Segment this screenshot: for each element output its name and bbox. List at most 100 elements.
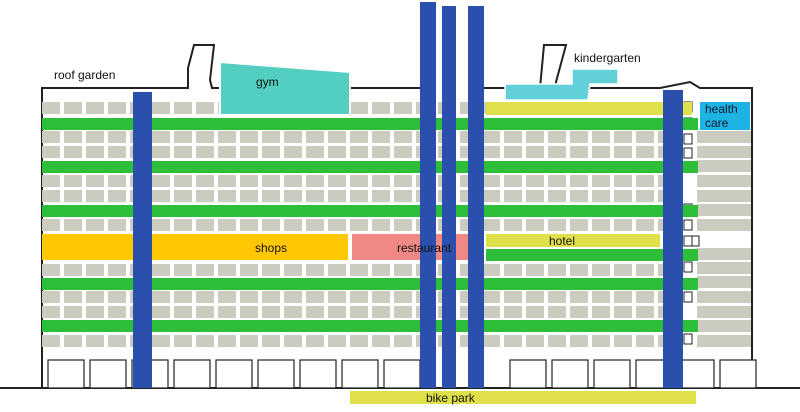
window-pane	[108, 264, 126, 276]
ground-bay	[383, 359, 421, 389]
window-pane	[262, 131, 280, 143]
window-pane	[526, 131, 544, 143]
window-pane	[350, 146, 368, 158]
window-pane	[526, 335, 544, 347]
window-pane	[570, 146, 588, 158]
window-pane	[64, 219, 82, 231]
window-pane	[636, 190, 654, 202]
edge-unit	[683, 261, 693, 273]
window-pane	[328, 175, 346, 187]
window-pane	[504, 335, 522, 347]
window-pane	[108, 175, 126, 187]
window-pane	[372, 306, 390, 318]
window-pane	[592, 190, 610, 202]
window-pane	[328, 306, 346, 318]
window-pane	[218, 175, 236, 187]
window-pane	[526, 291, 544, 303]
window-pane	[196, 175, 214, 187]
cladding-panel	[697, 320, 751, 332]
window-pane	[394, 335, 412, 347]
window-pane	[636, 146, 654, 158]
window-pane	[548, 264, 566, 276]
window-pane	[372, 131, 390, 143]
window-pane	[526, 306, 544, 318]
window-pane	[328, 146, 346, 158]
ground-bay	[89, 359, 127, 389]
shops-block	[42, 234, 348, 260]
window-pane	[86, 335, 104, 347]
hotel-label: hotel	[549, 234, 575, 248]
ground-bay	[551, 359, 589, 389]
cladding-panel	[697, 248, 751, 260]
window-pane	[592, 291, 610, 303]
window-pane	[196, 219, 214, 231]
window-pane	[306, 264, 324, 276]
edge-unit	[683, 235, 693, 247]
window-pane	[394, 219, 412, 231]
column-left	[133, 92, 152, 388]
edge-unit	[683, 333, 693, 345]
cladding-panel	[697, 306, 751, 318]
ground-bay	[593, 359, 631, 389]
window-pane	[262, 264, 280, 276]
window-pane	[240, 335, 258, 347]
column-right	[663, 90, 683, 388]
window-pane	[108, 131, 126, 143]
circulation-band	[42, 205, 698, 217]
health-care-label-line2: care	[705, 116, 729, 130]
health-care-block	[700, 102, 750, 130]
window-pane	[372, 291, 390, 303]
window-pane	[86, 264, 104, 276]
window-pane	[614, 219, 632, 231]
window-pane	[86, 102, 104, 114]
window-pane	[284, 190, 302, 202]
window-pane	[614, 175, 632, 187]
window-pane	[42, 264, 60, 276]
window-pane	[42, 175, 60, 187]
window-pane	[240, 264, 258, 276]
window-pane	[174, 306, 192, 318]
window-pane	[482, 190, 500, 202]
window-pane	[504, 219, 522, 231]
window-pane	[42, 102, 60, 114]
window-pane	[152, 335, 170, 347]
window-pane	[592, 175, 610, 187]
window-pane	[328, 131, 346, 143]
window-pane	[526, 264, 544, 276]
window-pane	[196, 131, 214, 143]
window-pane	[108, 190, 126, 202]
window-pane	[42, 131, 60, 143]
window-pane	[240, 190, 258, 202]
window-pane	[196, 306, 214, 318]
window-pane	[152, 291, 170, 303]
window-pane	[636, 175, 654, 187]
gym-block	[219, 60, 351, 116]
window-pane	[262, 175, 280, 187]
window-pane	[548, 131, 566, 143]
window-pane	[548, 335, 566, 347]
window-pane	[174, 335, 192, 347]
circulation-band	[42, 161, 698, 173]
window-pane	[306, 190, 324, 202]
restaurant-label: restaurant	[397, 241, 452, 255]
window-pane	[614, 131, 632, 143]
window-pane	[64, 146, 82, 158]
window-pane	[350, 131, 368, 143]
window-pane	[548, 146, 566, 158]
window-pane	[240, 306, 258, 318]
kindergarten-block	[504, 68, 619, 101]
window-pane	[152, 175, 170, 187]
circulation-band	[486, 249, 698, 261]
cladding-panel	[697, 291, 751, 303]
window-pane	[504, 306, 522, 318]
core-column-3	[468, 6, 484, 388]
window-pane	[504, 131, 522, 143]
window-pane	[482, 291, 500, 303]
window-pane	[42, 306, 60, 318]
window-pane	[482, 146, 500, 158]
window-pane	[196, 190, 214, 202]
window-pane	[174, 175, 192, 187]
hotel-block	[486, 234, 660, 247]
bike-park-label: bike park	[426, 391, 476, 405]
